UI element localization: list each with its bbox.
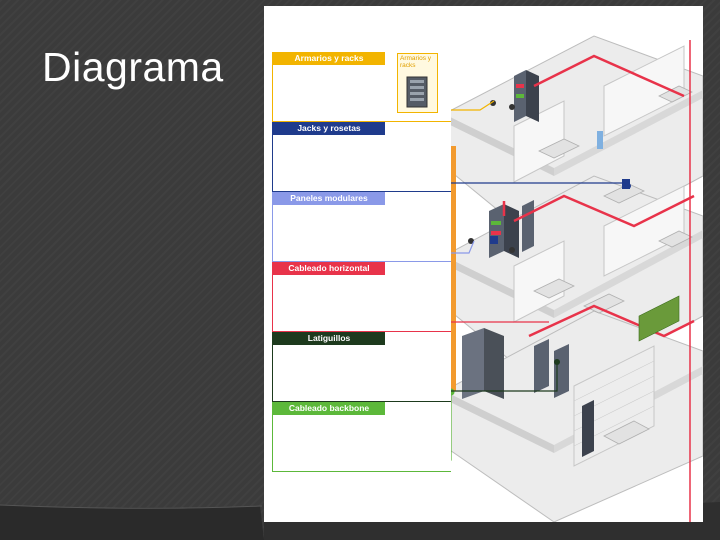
legend-label: Jacks y rosetas bbox=[273, 122, 385, 135]
cabinet-icon bbox=[406, 76, 428, 108]
cabling-diagram-figure: Armarios y racks Jacks y rosetas Paneles… bbox=[264, 6, 703, 522]
rack-middle-floor bbox=[489, 200, 534, 258]
walls bbox=[513, 45, 685, 467]
legend-cableado-horizontal: Cableado horizontal bbox=[272, 262, 451, 332]
legend-jacks-y-rosetas: Jacks y rosetas bbox=[272, 122, 451, 192]
furniture bbox=[533, 85, 693, 445]
legend-label: Paneles modulares bbox=[273, 192, 385, 205]
legend-label: Armarios y racks bbox=[273, 52, 385, 65]
legend-paneles-modulares: Paneles modulares bbox=[272, 192, 451, 262]
slide-title: Diagrama bbox=[42, 44, 224, 90]
legend-label: Latiguillos bbox=[273, 332, 385, 345]
patch-panel-bottom bbox=[638, 295, 680, 342]
legend-leader-lines bbox=[442, 40, 691, 522]
legend-label: Cableado horizontal bbox=[273, 262, 385, 275]
rack-top-floor bbox=[514, 70, 539, 122]
cabinet-callout: Armarios y racks bbox=[397, 53, 438, 113]
backbone-riser bbox=[447, 146, 456, 391]
legend-cableado-backbone: Cableado backbone bbox=[272, 402, 451, 472]
cabinet-callout-label: Armarios y racks bbox=[400, 55, 432, 69]
legend-label: Cableado backbone bbox=[273, 402, 385, 415]
horizontal-cabling bbox=[502, 54, 695, 338]
legend-latiguillos: Latiguillos bbox=[272, 332, 451, 402]
rack-bottom-floor bbox=[462, 328, 594, 457]
